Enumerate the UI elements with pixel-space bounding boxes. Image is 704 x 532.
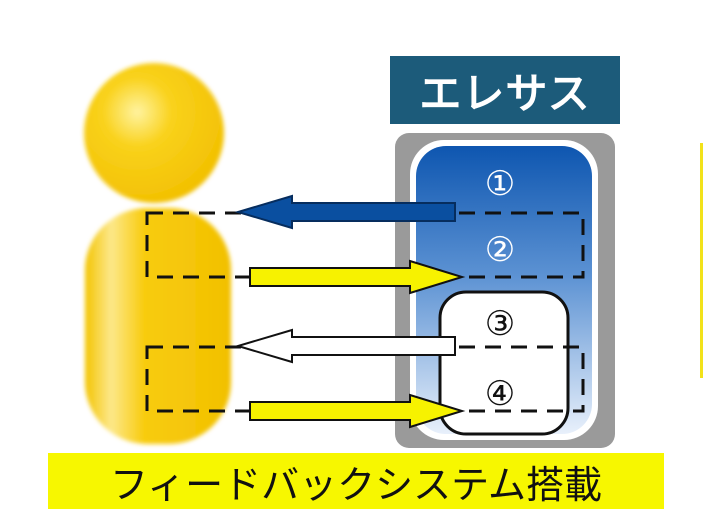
- side-accent-line: [700, 143, 703, 378]
- person-figure: [84, 63, 231, 444]
- title-banner: エレサス: [390, 56, 620, 124]
- caption-banner: フィードバックシステム搭載: [48, 453, 664, 509]
- caption-text: フィードバックシステム搭載: [109, 462, 603, 507]
- title-text: エレサス: [419, 68, 591, 118]
- person-body: [85, 208, 231, 444]
- marker-1: ①: [484, 164, 516, 204]
- arrow-2-yellow: [249, 259, 466, 295]
- marker-2: ②: [484, 230, 516, 270]
- arrow-3-white: [234, 328, 456, 364]
- marker-4: ④: [484, 374, 516, 414]
- marker-3: ③: [484, 304, 516, 344]
- person-head: [84, 63, 224, 203]
- arrow-4-yellow: [249, 393, 466, 429]
- device-inner-cushion: [438, 290, 570, 436]
- arrow-1-blue: [234, 194, 456, 230]
